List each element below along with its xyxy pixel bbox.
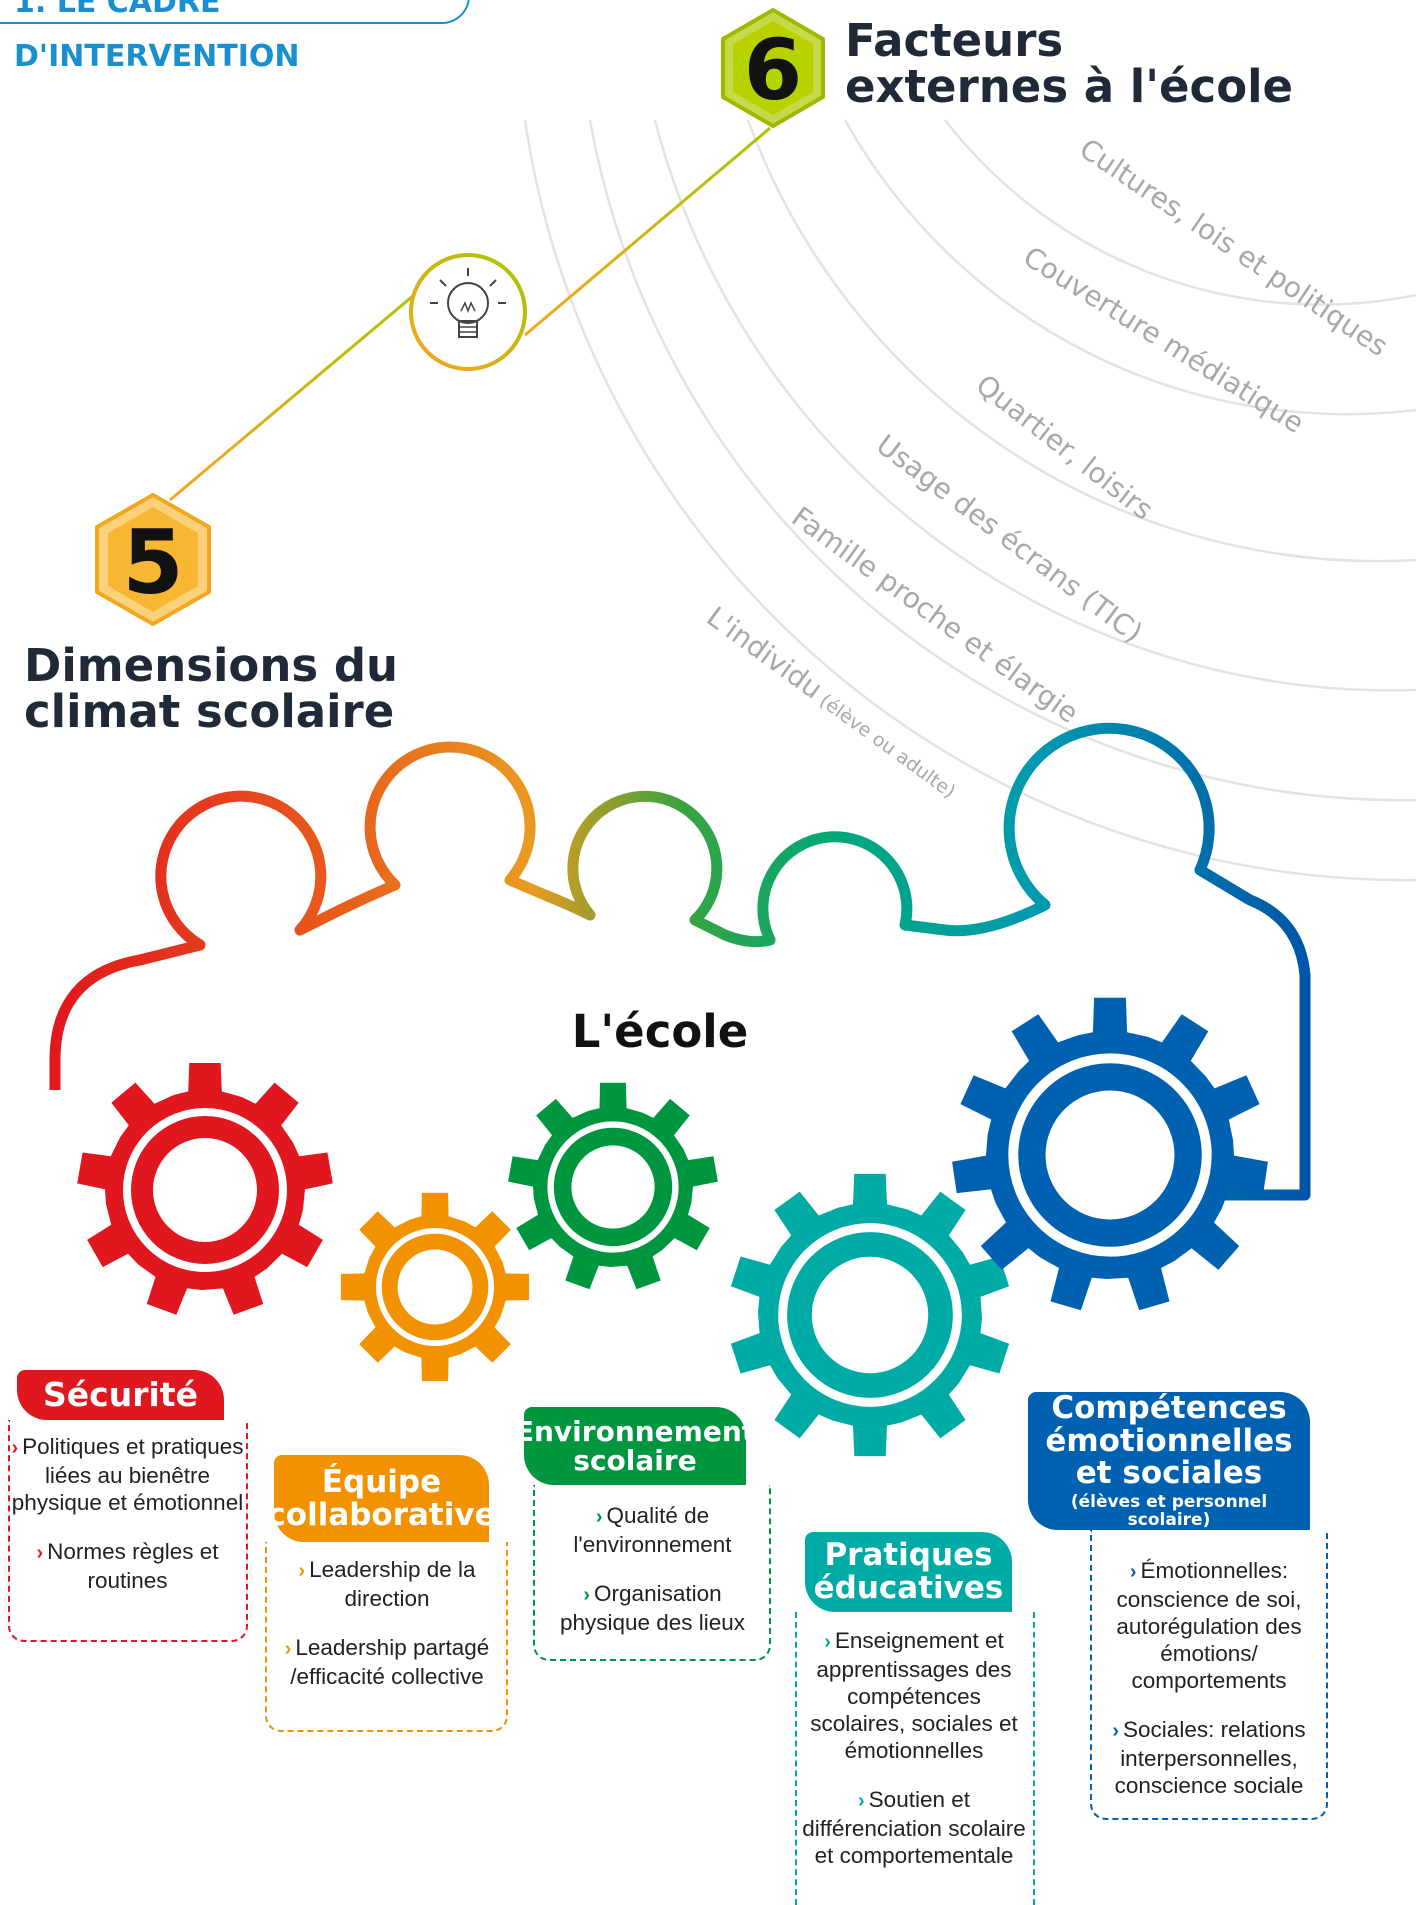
gear-equipe-icon <box>340 1192 530 1382</box>
dimension-pratiques-item-2: ›Soutien et différenciation scolaire et … <box>797 1786 1031 1869</box>
dimension-competences-item-1: ›Émotionnelles: conscience de soi, autor… <box>1093 1557 1325 1694</box>
gear-securite-hole <box>153 1138 257 1242</box>
chevron-right-icon: › <box>298 1560 306 1582</box>
gear-securite-icon <box>77 1063 333 1315</box>
gear-environnement-hole <box>571 1145 655 1229</box>
dimension-environnement-item-2-text: Organisation physique des lieux <box>559 1581 746 1635</box>
dimension-equipe-header: Équipe collaborative <box>267 1455 496 1542</box>
dimension-competences-items: ›Émotionnelles: conscience de soi, autor… <box>1093 1557 1325 1821</box>
lightbulb-icon <box>409 253 527 371</box>
dimension-pratiques-item-1-text: Enseignement et apprentissages des compé… <box>810 1628 1018 1763</box>
section-tab: 1. LE CADRE D'INTERVENTION <box>0 0 470 74</box>
gear-environnement-ring <box>547 1121 679 1253</box>
dimension-environnement-box <box>533 1485 771 1661</box>
dimension-competences-title-line2: émotionnelles <box>1045 1422 1293 1459</box>
badge-5-title: Dimensions du climat scolaire <box>24 643 398 735</box>
dimension-environnement-item-1-text: Qualité de l'environnement <box>573 1503 732 1557</box>
dimension-environnement-title-line2: scolaire <box>573 1444 697 1477</box>
dimension-competences-item-2-text: Sociales: relations interpersonnelles, c… <box>1114 1717 1306 1798</box>
badge-6-title-line1: Facteurs <box>845 14 1064 67</box>
gear-securite-ring <box>123 1108 287 1272</box>
gear-competences-ring <box>1008 1053 1212 1257</box>
dimension-equipe-items: ›Leadership de la direction ›Leadership … <box>272 1556 502 1712</box>
gear-pratiques-icon <box>730 1173 1010 1457</box>
school-label: L'école <box>571 1005 749 1058</box>
chevron-right-icon: › <box>1129 1561 1137 1583</box>
badge-5-number: 5 <box>122 511 184 614</box>
badge-6-title: Facteurs externes à l'école <box>845 18 1293 110</box>
dimension-securite-item-2: ›Normes règles et routines <box>10 1538 245 1594</box>
dimension-securite-title: Sécurité <box>43 1374 198 1414</box>
dimension-competences-subtitle: (élèves et personnel scolaire) <box>1070 1491 1268 1530</box>
gear-equipe-hole <box>397 1249 473 1325</box>
dimension-securite-box <box>8 1420 248 1642</box>
dimension-pratiques-item-1: ›Enseignement et apprentissages des comp… <box>797 1627 1031 1764</box>
dimension-competences-title-line3: et sociales <box>1075 1455 1263 1492</box>
badge-5-title-line1: Dimensions du <box>24 639 399 692</box>
chevron-right-icon: › <box>858 1790 865 1812</box>
dimension-competences-header: Compétences émotionnelles et sociales (é… <box>1028 1392 1310 1530</box>
dimension-pratiques-box <box>795 1612 1035 1905</box>
dimension-securite-item-1: ›Politiques et pratiques liées au bienêt… <box>10 1433 245 1516</box>
gear-pratiques-hole <box>811 1256 929 1374</box>
dimension-environnement-title-line1: Environnement <box>514 1414 756 1448</box>
section-label: 1. LE CADRE D'INTERVENTION <box>14 0 300 74</box>
chevron-right-icon: › <box>284 1638 292 1660</box>
dimension-securite-items: ›Politiques et pratiques liées au bienêt… <box>10 1433 245 1616</box>
dimension-equipe-item-2-text: Leadership partagé /efficacité collectiv… <box>290 1635 490 1689</box>
badge-6-title-line2: externes à l'école <box>845 59 1294 113</box>
dimension-competences-item-2: ›Sociales: relations interpersonnelles, … <box>1093 1716 1325 1799</box>
badge-5-title-line2: climat scolaire <box>24 684 395 738</box>
dimension-environnement-header: Environnement scolaire <box>515 1407 755 1485</box>
gear-competences-hole <box>1045 1090 1175 1220</box>
dimension-competences-item-1-text: Émotionnelles: conscience de soi, autoré… <box>1116 1558 1302 1693</box>
gear-equipe-ring <box>375 1227 495 1347</box>
dimension-equipe-title-line2: collaborative <box>267 1496 496 1533</box>
dimension-securite-header: Sécurité <box>17 1370 224 1420</box>
dimension-equipe-item-1-text: Leadership de la direction <box>309 1557 476 1611</box>
dimension-competences-title-line1: Compétences <box>1051 1390 1287 1427</box>
dimension-competences-box <box>1090 1530 1328 1820</box>
dimension-pratiques-title-line1: Pratiques <box>824 1537 993 1574</box>
chevron-right-icon: › <box>583 1584 591 1606</box>
dimension-environnement-item-1: ›Qualité de l'environnement <box>540 1502 765 1558</box>
connector-line <box>169 126 771 502</box>
badge-6-hexagon <box>721 8 825 128</box>
chevron-right-icon: › <box>595 1506 603 1528</box>
dimension-pratiques-items: ›Enseignement et apprentissages des comp… <box>797 1627 1031 1891</box>
dimension-pratiques-item-2-text: Soutien et différenciation scolaire et c… <box>802 1787 1026 1868</box>
dimension-equipe-box <box>265 1542 508 1732</box>
context-rings <box>523 119 1416 882</box>
chevron-right-icon: › <box>36 1542 44 1564</box>
dimension-securite-item-1-text: Politiques et pratiques liées au bienêtr… <box>11 1434 244 1515</box>
chevron-right-icon: › <box>11 1437 19 1459</box>
gears <box>77 997 1268 1457</box>
gear-environnement-icon <box>508 1082 718 1290</box>
dimension-equipe-item-1: ›Leadership de la direction <box>272 1556 502 1612</box>
dimension-environnement-items: ›Qualité de l'environnement ›Organisatio… <box>540 1502 765 1658</box>
dimension-securite-item-2-text: Normes règles et routines <box>47 1539 219 1593</box>
gear-pratiques-ring <box>778 1223 962 1407</box>
school-people-outline <box>49 722 1311 1201</box>
dimension-environnement-item-2: ›Organisation physique des lieux <box>540 1580 765 1636</box>
gear-competences-icon <box>952 997 1268 1311</box>
badge-5-hexagon <box>95 493 211 626</box>
chevron-right-icon: › <box>824 1631 831 1653</box>
dimension-equipe-item-2: ›Leadership partagé /efficacité collecti… <box>272 1634 502 1690</box>
badge-6-number: 6 <box>743 21 803 119</box>
dimension-pratiques-title-line2: éducatives <box>813 1570 1004 1606</box>
dimension-equipe-title-line1: Équipe <box>321 1463 442 1500</box>
dimension-pratiques-header: Pratiques éducatives <box>805 1532 1012 1612</box>
chevron-right-icon: › <box>1112 1720 1120 1742</box>
